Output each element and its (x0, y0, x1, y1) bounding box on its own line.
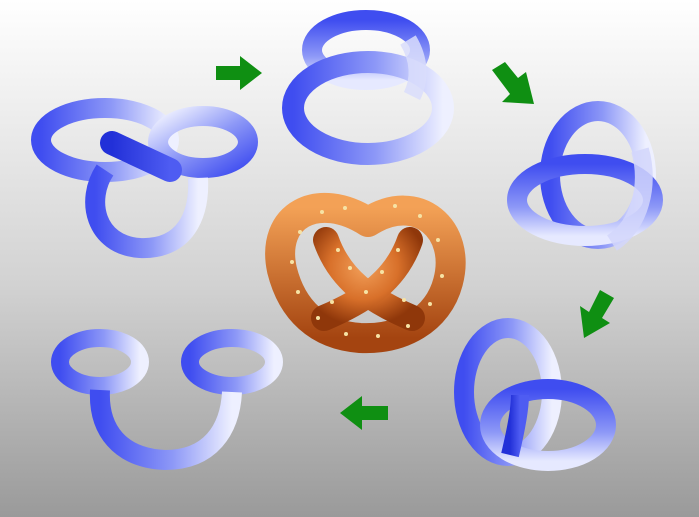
knot-transformation-diagram (0, 0, 699, 517)
diagram-canvas (0, 0, 699, 517)
